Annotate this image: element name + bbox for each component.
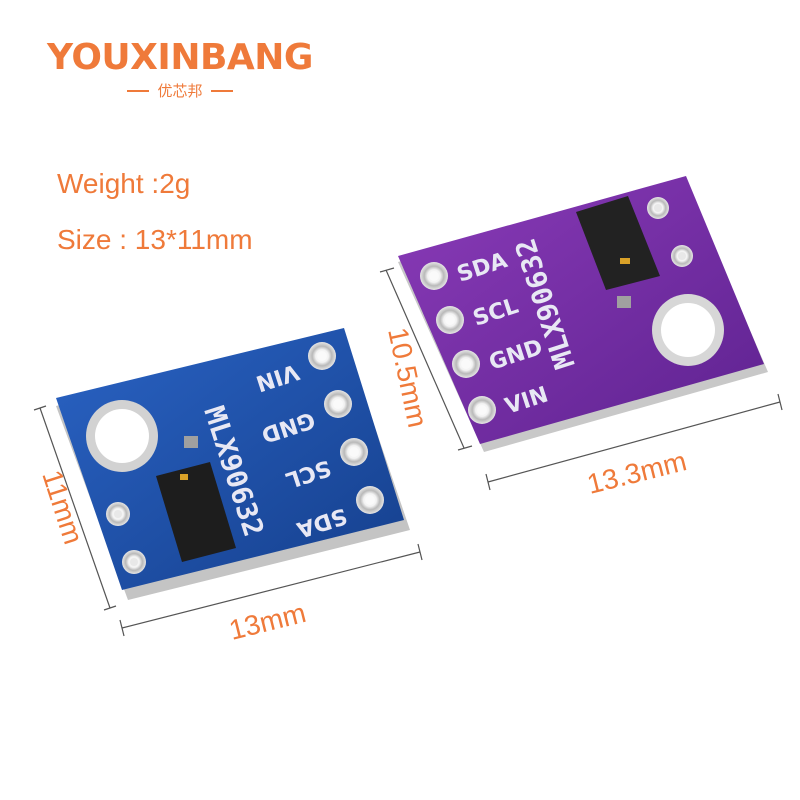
sensor-window [620, 258, 630, 264]
brand-subtitle: 优芯邦 [157, 83, 203, 100]
pad-hole [461, 359, 471, 369]
smd-component [184, 436, 198, 448]
pad-hole [130, 558, 138, 566]
dimension-tick [119, 619, 125, 637]
pin-pads [420, 262, 496, 424]
dimension-tick [457, 445, 473, 451]
blue-pcb [56, 328, 404, 590]
dimension-tick [103, 605, 117, 611]
dimension-tick [33, 405, 47, 411]
pad-hole [333, 399, 343, 409]
sensor-window [180, 474, 188, 480]
dimension-line-purple-width [487, 401, 781, 483]
pad-hole [445, 315, 455, 325]
mounting-hole-inner [95, 409, 149, 463]
brand-name: YOUXINBANG [47, 37, 313, 78]
dimension-lines [33, 267, 783, 637]
purple-board: SDA SCL GND VIN MLX90632 [398, 176, 768, 452]
brand-logo: YOUXINBANG 优芯邦 [30, 38, 330, 101]
dimension-tick [417, 543, 423, 561]
sensor-chip [576, 196, 660, 290]
pad-hole [317, 351, 327, 361]
divider [210, 89, 233, 92]
pad-hole [477, 405, 487, 415]
pad-hole [349, 447, 359, 457]
pad-hole [429, 271, 439, 281]
size-spec: Size : 13*11mm [57, 224, 253, 255]
purple-width-label: 13.3mm [584, 445, 690, 500]
dimension-line-blue-height [39, 407, 111, 609]
pad-hole [678, 252, 686, 260]
pad-hole [365, 495, 375, 505]
purple-height-label: 10.5mm [382, 325, 433, 430]
dimension-tick [379, 267, 395, 273]
purple-pcb [398, 176, 764, 444]
pad-hole [654, 204, 662, 212]
brand-subtitle-row: 优芯邦 [30, 80, 330, 101]
smd-component [617, 296, 631, 308]
blue-width-label: 13mm [226, 597, 309, 646]
weight-spec: Weight :2g [57, 168, 191, 199]
dimension-line-blue-width [121, 551, 421, 629]
blue-board: VIN GND SCL SDA MLX90632 [56, 328, 410, 600]
pad-hole [114, 510, 122, 518]
blue-height-label: 11mm [36, 466, 89, 548]
dimension-tick [485, 473, 491, 491]
divider [127, 89, 150, 92]
mounting-hole-inner [661, 303, 715, 357]
dimension-tick [777, 393, 783, 411]
sensor-chip [156, 462, 236, 562]
dimension-line-purple-height [385, 269, 465, 449]
pin-pads [308, 342, 384, 514]
